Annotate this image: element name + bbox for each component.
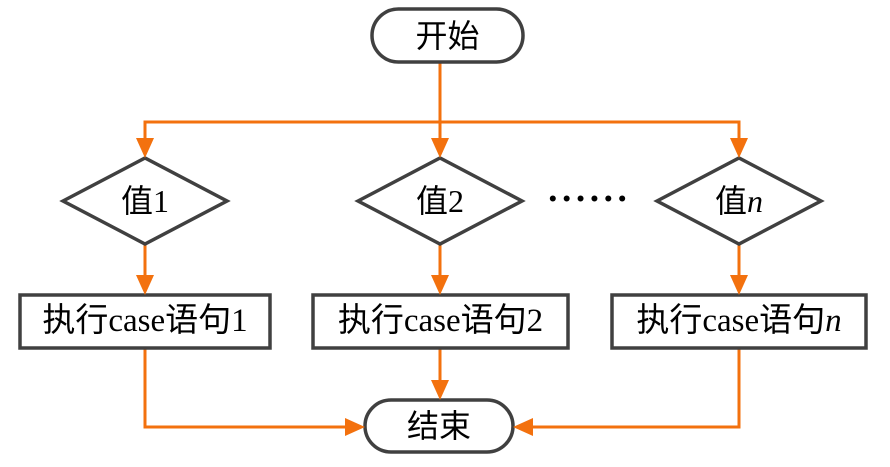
arrowhead-into-end-left [345, 418, 365, 436]
end-terminator-shape [363, 398, 515, 454]
arrowhead-into-process-1 [136, 275, 154, 295]
decision-3-text: 值 [714, 183, 747, 219]
process-3-suffix: n [825, 303, 842, 339]
process-3-shape [610, 293, 868, 350]
decision-2-text: 值 [415, 183, 448, 219]
process-2-suffix: 2 [526, 303, 544, 339]
decision-3-suffix: n [747, 183, 763, 219]
arrowhead-into-decision-3 [730, 138, 748, 158]
decision-1-suffix: 1 [153, 183, 169, 219]
decision-1-text: 值 [120, 183, 153, 219]
process-1-text: 执行case语句 [42, 303, 232, 339]
end-node-label: 结束 [365, 400, 513, 452]
branch-ellipsis-text: •••••• [547, 189, 631, 210]
start-text: 开始 [415, 17, 480, 54]
connector-branch-bar [143, 120, 741, 139]
branch-ellipsis: •••••• [539, 186, 639, 214]
arrowhead-into-end-top [431, 380, 449, 400]
end-text: 结束 [406, 408, 471, 444]
arrowhead-into-end-right [513, 418, 533, 436]
process-2-shape [311, 293, 570, 350]
connector-process3-to-end [532, 348, 741, 429]
arrowhead-into-process-2 [431, 275, 449, 295]
decision-2-shape [354, 156, 526, 246]
decision-1-shape [59, 156, 231, 246]
start-terminator-shape [370, 7, 525, 64]
process-3-text: 执行case语句 [636, 303, 826, 339]
decision-3-shape [653, 156, 825, 246]
arrowhead-into-decision-2 [431, 138, 449, 158]
arrowhead-into-decision-1 [136, 138, 154, 158]
connector-process1-to-end [143, 348, 346, 429]
process-1-suffix: 1 [231, 303, 248, 339]
arrowhead-into-process-3 [730, 275, 748, 295]
process-2-text: 执行case语句 [337, 303, 527, 339]
decision-2-suffix: 2 [448, 183, 464, 219]
start-node-label: 开始 [372, 9, 523, 62]
